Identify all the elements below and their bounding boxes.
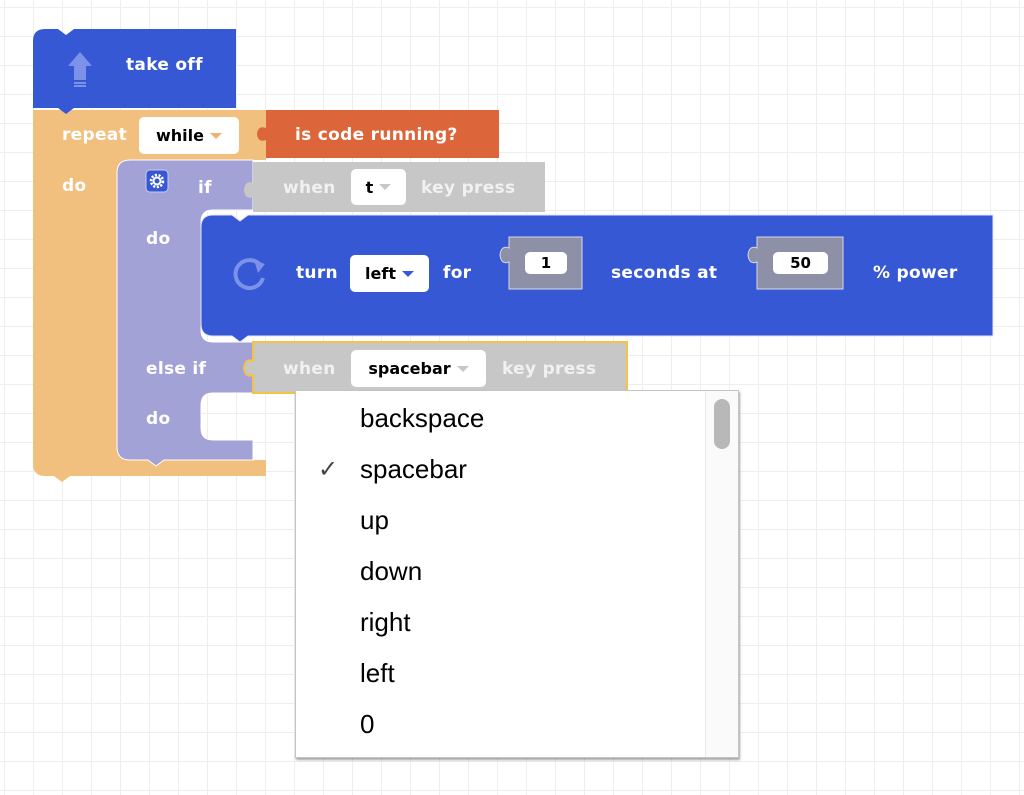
if-do-label: do (146, 229, 171, 249)
if-label: if (198, 178, 212, 198)
repeat-do-label: do (62, 176, 87, 196)
key-press-label-1: key press (421, 178, 516, 198)
option-label: up (360, 505, 389, 535)
take-off-label: take off (126, 55, 203, 75)
option-label: left (360, 658, 395, 688)
checkmark-icon: ✓ (318, 456, 339, 483)
power-label: % power (873, 263, 958, 283)
turn-direction-value: left (365, 264, 396, 283)
option-label: down (360, 556, 423, 586)
option-label: backspace (360, 403, 485, 433)
dropdown-option-right[interactable]: right (296, 597, 704, 648)
seconds-input[interactable]: 1 (525, 252, 567, 274)
gear-icon-bg[interactable] (145, 169, 169, 193)
repeat-block-body[interactable] (33, 110, 266, 482)
power-input[interactable]: 50 (773, 252, 828, 274)
when-label-1: when (283, 178, 336, 198)
option-label: right (360, 607, 411, 637)
dropdown-option-backspace[interactable]: backspace (296, 393, 704, 444)
turn-label: turn (296, 263, 338, 283)
dropdown-option-spacebar[interactable]: ✓ spacebar (296, 444, 704, 495)
dropdown-option-up[interactable]: up (296, 495, 704, 546)
key-value-1: t (365, 177, 374, 197)
repeat-mode-value: while (156, 126, 204, 145)
key-press-label-2: key press (502, 359, 597, 379)
dropdown-option-0[interactable]: 0 (296, 699, 704, 750)
repeat-mode-dropdown[interactable]: while (139, 117, 239, 154)
key-dropdown-menu: backspace ✓ spacebar up down right left … (295, 390, 739, 758)
else-if-label: else if (146, 359, 207, 379)
is-code-running-block[interactable] (257, 110, 499, 158)
dropdown-scrollbar[interactable] (705, 391, 738, 757)
option-label: 0 (360, 709, 375, 739)
option-label: spacebar (360, 454, 467, 484)
chevron-down-icon (210, 132, 222, 139)
gear-icon (149, 173, 165, 189)
for-label: for (443, 263, 472, 283)
scrollbar-thumb[interactable] (714, 399, 730, 449)
chevron-down-icon (456, 365, 469, 372)
up-arrow-icon (68, 52, 92, 87)
take-off-block[interactable] (33, 29, 236, 114)
when-label-2: when (283, 359, 336, 379)
dropdown-option-left[interactable]: left (296, 648, 704, 699)
else-if-do-label: do (146, 409, 171, 429)
dropdown-option-down[interactable]: down (296, 546, 704, 597)
key-value-2: spacebar (368, 359, 451, 378)
seconds-at-label: seconds at (611, 263, 718, 283)
repeat-label: repeat (62, 125, 128, 145)
key-dropdown-1[interactable]: t (351, 169, 406, 205)
is-code-running-label: is code running? (295, 125, 458, 145)
chevron-down-icon (401, 270, 414, 277)
rotate-icon (233, 258, 265, 291)
if-block-body[interactable] (116, 159, 254, 467)
turn-direction-dropdown[interactable]: left (350, 255, 429, 292)
key-dropdown-2[interactable]: spacebar (351, 350, 486, 387)
chevron-down-icon (379, 184, 392, 190)
